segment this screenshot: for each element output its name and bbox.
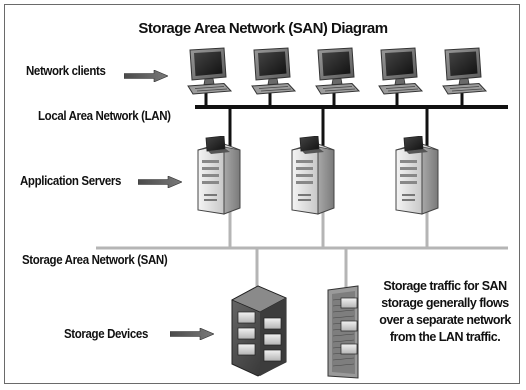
san-label: Storage Area Network (SAN) — [22, 253, 168, 267]
application-servers — [197, 136, 439, 215]
network-clients — [187, 47, 487, 95]
network-links — [96, 84, 508, 290]
disk-array-icon — [231, 285, 287, 377]
diagram-title: Storage Area Network (SAN) Diagram — [138, 20, 388, 37]
desktop-pc-icon — [251, 47, 296, 95]
tower-server-icon — [197, 136, 241, 215]
storage-devices-label: Storage Devices — [64, 327, 148, 341]
network-clients-label: Network clients — [26, 64, 106, 78]
storage-traffic-note: Storage traffic for SAN storage generall… — [379, 279, 511, 344]
storage-rack-icon — [327, 285, 359, 379]
desktop-pc-icon — [378, 47, 423, 95]
tower-server-icon — [291, 136, 335, 215]
diagram-border — [4, 4, 520, 384]
tower-server-icon — [395, 136, 439, 215]
desktop-pc-icon — [315, 47, 360, 95]
desktop-pc-icon — [187, 47, 232, 95]
arrow-right-icon — [138, 176, 182, 188]
application-servers-label: Application Servers — [20, 174, 122, 188]
lan-label: Local Area Network (LAN) — [38, 109, 171, 123]
arrow-right-icon — [124, 70, 168, 82]
arrow-right-icon — [170, 328, 214, 340]
desktop-pc-icon — [442, 47, 487, 95]
